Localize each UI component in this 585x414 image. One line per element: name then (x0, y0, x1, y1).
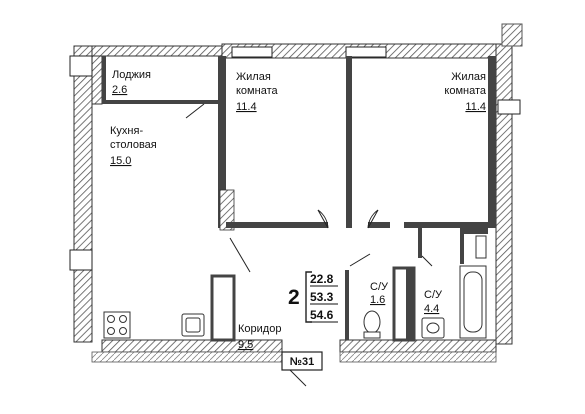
bath1-name: С/У (370, 281, 389, 293)
loggia-area: 2.6 (112, 84, 127, 96)
room-living-1: Жилая комната 11.4 (236, 71, 278, 113)
bath2-area: 4.4 (424, 303, 439, 315)
corridor-name: Коридор (238, 323, 281, 335)
bathroom-fixtures (363, 235, 487, 339)
living1-name-line2: комната (236, 85, 278, 97)
kitchen-fixtures (103, 311, 205, 339)
total-area-with-loggia: 54.6 (310, 308, 334, 322)
area-summary: 2 22.8 53.3 54.6 (288, 272, 338, 323)
living2-area: 11.4 (465, 101, 486, 113)
living-area: 22.8 (310, 272, 334, 286)
windows (69, 46, 521, 271)
kitchen-area: 15.0 (110, 155, 131, 167)
living2-name-line2: комната (444, 85, 486, 97)
living1-area: 11.4 (236, 101, 257, 113)
room-bath-1: С/У 1.6 (370, 281, 389, 306)
apartment-number: №31 (290, 356, 315, 368)
interior-walls (102, 56, 496, 342)
room-kitchen: Кухня- столовая 15.0 (110, 125, 157, 167)
area-summary-bracket (305, 271, 312, 323)
kitchen-name-line2: столовая (110, 139, 157, 151)
room-loggia: Лоджия 2.6 (112, 69, 151, 96)
room-living-2: Жилая комната 11.4 (444, 71, 486, 113)
living2-name-line1: Жилая (451, 71, 486, 83)
bath1-area: 1.6 (370, 294, 385, 306)
bath2-name: С/У (424, 289, 443, 301)
corridor-area: 9.5 (238, 339, 253, 351)
total-area: 53.3 (310, 290, 334, 304)
rooms-count: 2 (288, 286, 300, 309)
kitchen-name-line1: Кухня- (110, 125, 143, 137)
room-corridor: Коридор 9.5 (238, 323, 281, 351)
room-bath-2: С/У 4.4 (424, 289, 443, 315)
apartment-number-box (281, 351, 323, 371)
loggia-name: Лоджия (112, 69, 151, 81)
living1-name-line1: Жилая (236, 71, 271, 83)
